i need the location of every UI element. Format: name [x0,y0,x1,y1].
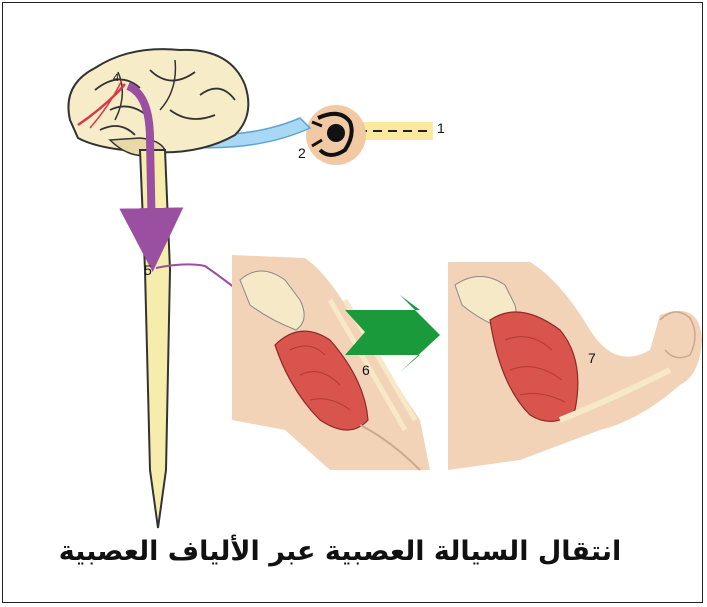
brain-illustration [68,49,248,156]
diagram-caption: انتقال السيالة العصبية عبر الألياف العصب… [40,536,640,567]
arm-relaxed-illustration [232,255,430,470]
label-2: 2 [298,145,306,161]
arm-contracted-illustration [448,262,702,470]
label-6: 6 [362,362,370,378]
label-1: 1 [437,120,445,136]
label-5: 5 [144,262,152,278]
label-7: 7 [588,350,596,366]
eye-icon [306,105,366,165]
label-4: 4 [113,72,119,84]
